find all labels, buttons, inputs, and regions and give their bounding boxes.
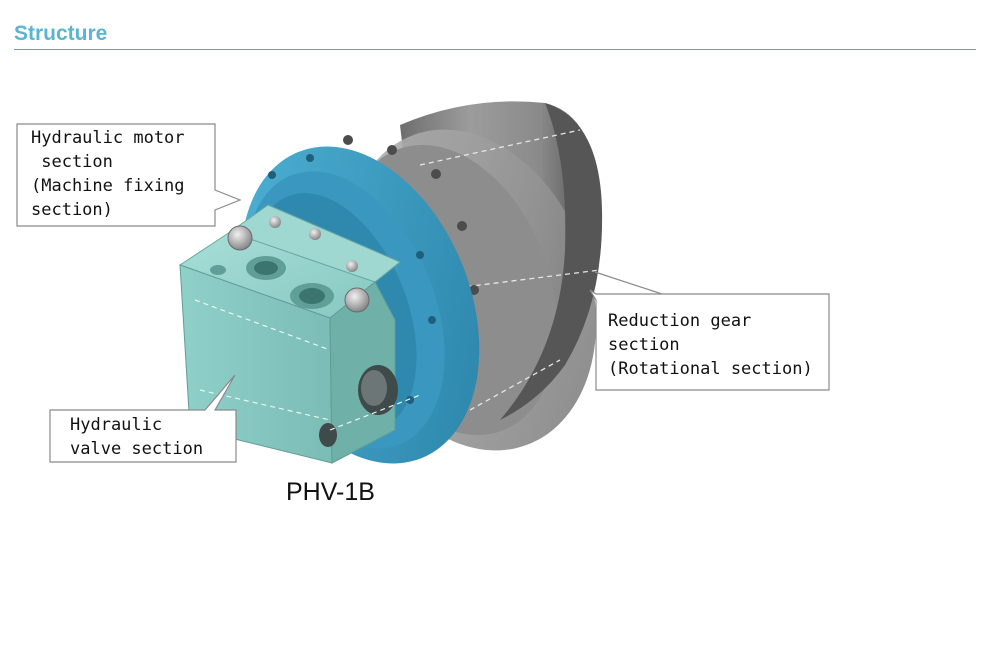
valve-bolt-icon	[309, 228, 321, 240]
housing-bolt-icon	[457, 221, 467, 231]
callout-motor	[16, 123, 242, 227]
reduction-gear-label: Reduction gear section (Rotational secti…	[608, 311, 813, 379]
title-divider	[14, 49, 976, 50]
motor-section-label: Hydraulic motor section (Machine fixing …	[31, 128, 185, 220]
flange-bolt-icon	[416, 251, 424, 259]
callout-valve	[49, 374, 237, 463]
housing-bolt-icon	[431, 169, 441, 179]
valve-bolt-icon	[346, 260, 358, 272]
valve-bolt-icon	[227, 225, 253, 251]
model-label: PHV-1B	[286, 478, 375, 506]
flange-bolt-icon	[428, 316, 436, 324]
flange-bolt-icon	[406, 396, 414, 404]
callout-reduction	[589, 271, 830, 391]
valve-section-label: Hydraulic valve section	[70, 415, 204, 459]
housing-bolt-icon	[387, 145, 397, 155]
flange-bolt-icon	[306, 154, 314, 162]
page-title: Structure	[14, 22, 108, 45]
valve-bolt-icon	[344, 287, 370, 313]
valve-bolt-icon	[269, 216, 281, 228]
housing-bolt-icon	[343, 135, 353, 145]
flange-bolt-icon	[268, 171, 276, 179]
